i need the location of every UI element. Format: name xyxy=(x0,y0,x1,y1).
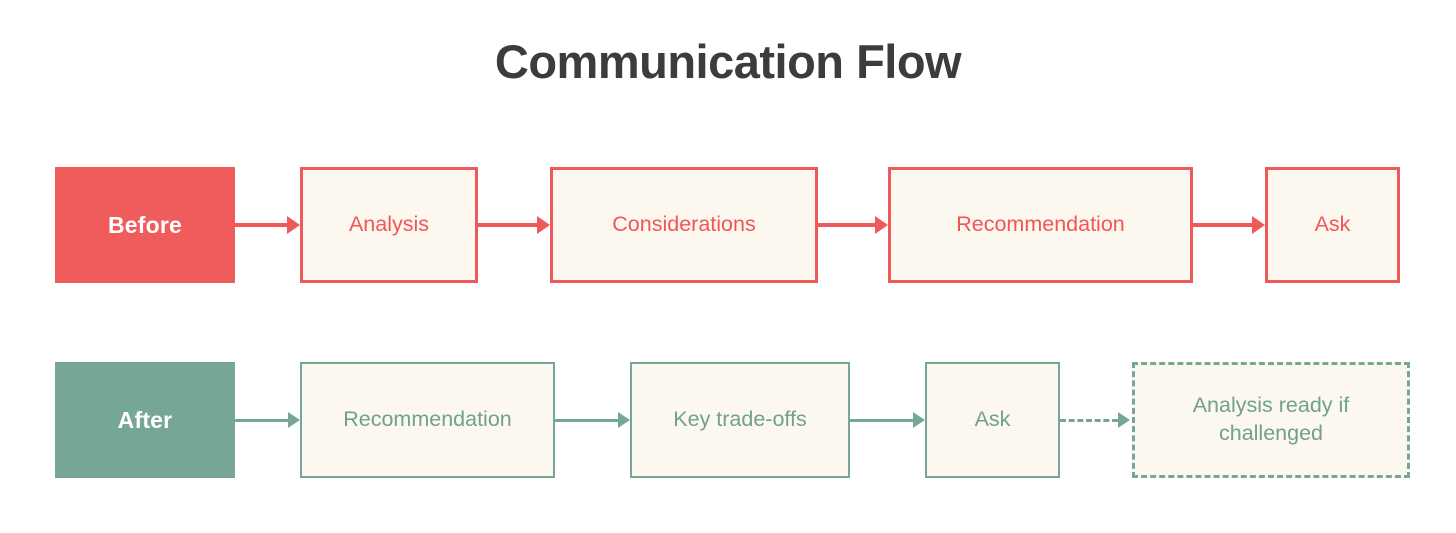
flow-box-before-considerations[interactable]: Considerations xyxy=(550,167,818,283)
connector-analysis-to-considerations xyxy=(478,215,550,235)
arrow-head xyxy=(618,412,630,428)
arrow-shaft xyxy=(555,418,618,422)
flow-box-before-analysis[interactable]: Analysis xyxy=(300,167,478,283)
arrow-head xyxy=(1252,216,1265,234)
connector-tradeoffs-to-ask xyxy=(850,410,925,430)
flow-box-after-analysis-ready-if-challenged[interactable]: Analysis ready if challenged xyxy=(1132,362,1410,478)
connector-considerations-to-recommendation xyxy=(818,215,888,235)
flow-box-before-ask[interactable]: Ask xyxy=(1265,167,1400,283)
connector-before-label-to-analysis xyxy=(235,215,300,235)
page-title: Communication Flow xyxy=(494,35,962,88)
arrow-head xyxy=(288,412,300,428)
arrow-head xyxy=(875,216,888,234)
connector-recommendation-to-tradeoffs xyxy=(555,410,630,430)
stage-label-before: Before xyxy=(55,167,235,283)
arrow-head xyxy=(287,216,300,234)
flow-box-before-recommendation[interactable]: Recommendation xyxy=(888,167,1193,283)
arrow-shaft xyxy=(850,418,913,422)
arrow-shaft xyxy=(818,223,875,227)
flow-box-after-ask[interactable]: Ask xyxy=(925,362,1060,478)
arrow-shaft xyxy=(235,223,287,227)
flow-row-before: Before Analysis Considerations Recommend… xyxy=(0,167,1456,283)
arrow-shaft xyxy=(1193,223,1252,227)
flow-row-after: After Recommendation Key trade-offs Ask … xyxy=(0,362,1456,478)
arrow-shaft xyxy=(235,418,288,422)
connector-after-label-to-recommendation xyxy=(235,410,300,430)
arrow-shaft xyxy=(478,223,537,227)
arrow-head xyxy=(537,216,550,234)
arrow-head xyxy=(1118,412,1130,428)
flow-box-after-recommendation[interactable]: Recommendation xyxy=(300,362,555,478)
stage-label-after: After xyxy=(55,362,235,478)
arrow-shaft-dashed xyxy=(1060,418,1118,422)
arrow-head xyxy=(913,412,925,428)
connector-recommendation-to-ask xyxy=(1193,215,1265,235)
connector-ask-to-analysis-ready xyxy=(1060,410,1132,430)
flow-box-after-key-trade-offs[interactable]: Key trade-offs xyxy=(630,362,850,478)
